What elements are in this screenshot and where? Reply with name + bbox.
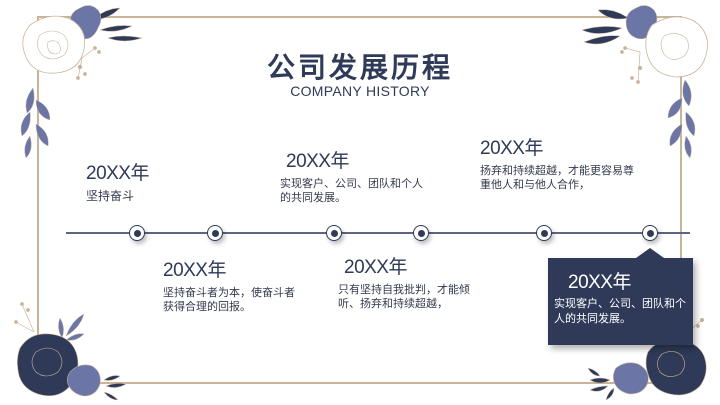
timeline-node-icon[interactable] bbox=[642, 225, 658, 241]
milestone-desc: 坚持奋斗 bbox=[86, 189, 135, 203]
milestone-1: 20XX年 坚持奋斗 bbox=[86, 163, 206, 203]
milestone-6-highlight-card[interactable]: 20XX年 实现客户、公司、团队和个人的共同发展。 bbox=[548, 248, 693, 345]
milestone-year: 20XX年 bbox=[286, 151, 349, 172]
milestone-year: 20XX年 bbox=[344, 257, 407, 278]
milestone-year: 20XX年 bbox=[86, 163, 149, 184]
timeline-node-icon[interactable] bbox=[326, 225, 342, 241]
milestone-desc: 只有坚持自我批判，才能倾听、扬弃和持续超越， bbox=[338, 283, 470, 310]
floral-corner-top-left-icon bbox=[20, 5, 143, 159]
floral-corner-bottom-right-icon bbox=[587, 317, 707, 401]
milestone-desc: 扬弃和持续超越，才能更容易尊重他人和与他人合作， bbox=[480, 164, 634, 191]
timeline-node-icon[interactable] bbox=[413, 225, 429, 241]
page-subtitle: COMPANY HISTORY bbox=[290, 83, 430, 99]
floral-corner-top-right-icon bbox=[581, 5, 708, 159]
page-title: 公司发展历程 bbox=[266, 51, 453, 84]
timeline-node-icon[interactable] bbox=[129, 225, 145, 241]
timeline-node-icon[interactable] bbox=[207, 225, 223, 241]
gold-frame-border bbox=[37, 16, 682, 384]
floral-corner-bottom-left-icon bbox=[14, 302, 127, 401]
milestone-3: 20XX年 实现客户、公司、团队和个人的共同发展。 bbox=[280, 151, 430, 205]
milestone-desc: 实现客户、公司、团队和个人的共同发展。 bbox=[554, 297, 686, 325]
milestone-2: 20XX年 坚持奋斗者为本，使奋斗者获得合理的回报。 bbox=[163, 260, 303, 314]
milestone-desc: 坚持奋斗者为本，使奋斗者获得合理的回报。 bbox=[163, 286, 295, 313]
milestone-5: 20XX年 扬弃和持续超越，才能更容易尊重他人和与他人合作， bbox=[480, 138, 640, 192]
milestone-desc: 实现客户、公司、团队和个人的共同发展。 bbox=[280, 177, 423, 204]
timeline-node-icon[interactable] bbox=[536, 225, 552, 241]
milestone-year: 20XX年 bbox=[480, 138, 543, 159]
milestone-4: 20XX年 只有坚持自我批判，才能倾听、扬弃和持续超越， bbox=[338, 257, 478, 311]
milestone-year: 20XX年 bbox=[568, 272, 631, 293]
milestone-year: 20XX年 bbox=[163, 260, 226, 281]
timeline-axis bbox=[66, 232, 690, 234]
